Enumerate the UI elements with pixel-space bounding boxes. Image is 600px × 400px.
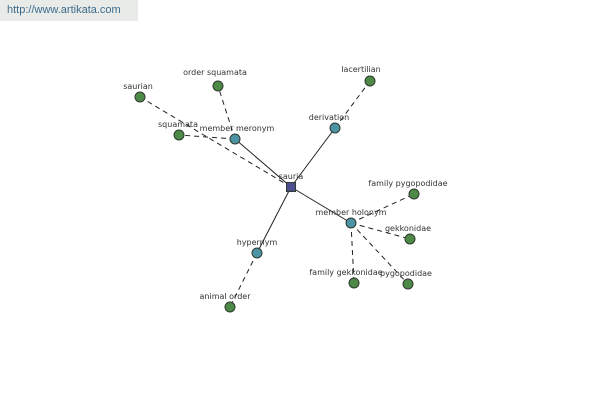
node-saurian[interactable] xyxy=(134,91,146,103)
edge-root-hypernym xyxy=(256,186,292,254)
node-squamata[interactable] xyxy=(173,129,185,141)
label-pygopodidae: pygopodidae xyxy=(380,269,432,278)
node-hypernym[interactable] xyxy=(251,247,263,259)
node-pygopodidae[interactable] xyxy=(402,278,414,290)
node-family-gekkonidae[interactable] xyxy=(348,277,360,289)
label-sauria: sauria xyxy=(279,172,304,181)
label-lacertilian: lacertilian xyxy=(341,65,381,74)
label-member-holonym: member holonym xyxy=(315,208,386,217)
label-member-meronym: member meronym xyxy=(200,124,275,133)
edge-member-holonym-pygopodidae xyxy=(350,222,409,285)
edge-member-meronym-order-squamata xyxy=(217,85,236,140)
edge-member-holonym-family-pygopodidae xyxy=(350,193,415,224)
node-family-pygopodidae[interactable] xyxy=(408,188,420,200)
node-gekkonidae[interactable] xyxy=(404,233,416,245)
watermark-link[interactable]: http://www.artikata.com xyxy=(7,4,121,16)
label-family-gekkonidae: family gekkonidae xyxy=(309,268,382,277)
edge-root-derivation xyxy=(290,127,336,188)
label-squamata: squamata xyxy=(158,120,198,129)
node-lacertilian[interactable] xyxy=(364,75,376,87)
node-derivation[interactable] xyxy=(329,122,341,134)
label-gekkonidae: gekkonidae xyxy=(385,224,431,233)
edge-member-holonym-family-gekkonidae xyxy=(350,222,355,284)
label-saurian: saurian xyxy=(123,82,153,91)
edge-derivation-lacertilian xyxy=(334,80,371,129)
label-hypernym: hypernym xyxy=(237,238,278,247)
edge-hypernym-animal-order xyxy=(229,252,258,308)
node-animal-order[interactable] xyxy=(224,301,236,313)
node-member-holonym[interactable] xyxy=(345,217,357,229)
node-sauria[interactable] xyxy=(286,182,296,192)
label-family-pygopodidae: family pygopodidae xyxy=(368,179,447,188)
node-order-squamata[interactable] xyxy=(212,80,224,92)
edge-member-meronym-saurian xyxy=(139,96,292,188)
label-derivation: derivation xyxy=(309,113,349,122)
label-animal-order: animal order xyxy=(200,292,252,301)
edge-member-meronym-squamata xyxy=(178,134,236,140)
label-order-squamata: order squamata xyxy=(183,68,247,77)
watermark: http://www.artikata.com xyxy=(0,0,138,21)
edge-root-member-holonym xyxy=(290,186,352,224)
edge-root-member-meronym xyxy=(234,138,292,188)
edge-member-holonym-gekkonidae xyxy=(350,222,411,240)
node-member-meronym[interactable] xyxy=(229,133,241,145)
